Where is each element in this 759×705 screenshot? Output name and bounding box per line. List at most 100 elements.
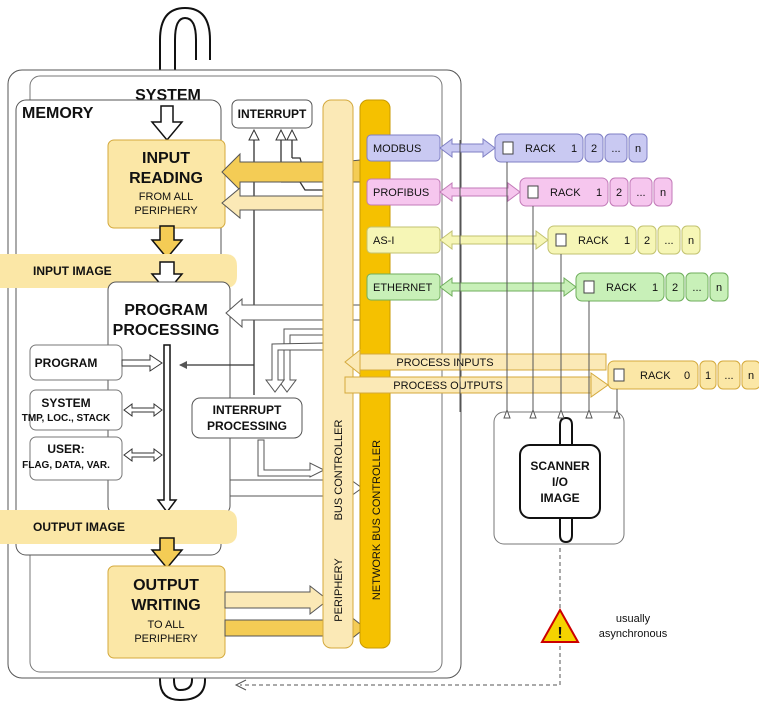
usually-label: usually [616,613,651,625]
input-to-image-arrow [150,225,184,260]
user-mem-box [29,436,123,481]
output-image-band [0,510,237,544]
rack-extra-box [584,133,604,163]
rack-number: 1 [624,235,630,247]
async-arrow-head [234,679,247,691]
rack-extra-box [629,177,653,207]
processing-down-arrow [156,344,178,514]
system-mem-label-1: SYSTEM [41,396,90,410]
program-processing-title-2: PROCESSING [113,322,220,339]
rack-number: 1 [571,143,577,155]
interrupt-up-arrow-1 [248,128,260,141]
input-reading-sub-2: PERIPHERY [134,205,198,217]
program-mem-label: PROGRAM [35,356,98,370]
image-to-output-arrow [150,537,184,570]
output-writing-title-2: WRITING [131,597,200,614]
network-0: MODBUS RACK 1 2... n [366,133,648,163]
rack-extra-box [665,272,685,302]
local-rack-extra-box [741,360,759,390]
periphery-label: PERIPHERY [333,558,345,622]
user-mem-label-1: USER: [47,442,84,456]
process-inputs-head [344,348,361,376]
rack-connector-icon [527,185,539,199]
scanner-line-head [585,408,593,419]
warning-icon: ! [540,607,580,643]
rack-number: 1 [652,282,658,294]
process-outputs-head [590,372,609,398]
input-reading-title-1: INPUT [142,150,190,167]
rack-box [575,272,665,302]
system-mem-label-2: TMP, LOC., STACK [22,413,111,424]
bus-to-interrupt-arrow-2 [265,342,326,393]
user-mem-label-2: FLAG, DATA, VAR. [22,460,110,471]
rack-extra-box [609,177,629,207]
rack-extra-label: 2 [616,187,622,199]
rack-label: RACK [578,235,609,247]
local-rack-number: 0 [684,370,690,382]
bus-to-input-light-arrow [221,186,326,220]
rack-number: 1 [596,187,602,199]
input-reading-sub-1: FROM ALL [139,191,193,203]
scanner-connection-lines [459,140,621,419]
rack-box [494,133,584,163]
local-rack-extra-label: n [748,370,754,382]
output-to-periphery-arrow [224,584,329,616]
scanner-label-1: SCANNER [530,459,590,473]
rack-extra-label: ... [611,143,620,155]
output-writing-title-1: OUTPUT [133,577,199,594]
local-rack-extra-box [699,360,717,390]
input-image-label: INPUT IMAGE [33,264,112,278]
interrupt-processing-label-1: INTERRUPT [213,403,282,417]
memory-label: MEMORY [22,105,94,122]
rack-label: RACK [550,187,581,199]
scanner-line-head [529,408,537,419]
rack-extra-box [653,177,673,207]
interrupt-processing-label-2: PROCESSING [207,419,287,433]
local-rack-box [607,360,699,390]
scanner-label-3: IMAGE [540,491,579,505]
user-mem-bidir-arrow [123,448,163,462]
interrupt-to-bus-arrow [257,439,326,478]
network-bidir-arrow [439,182,521,202]
svg-text:!: ! [557,625,562,642]
network-name: MODBUS [373,143,421,155]
interrupt-label: INTERRUPT [238,107,307,121]
local-rack-extra-box [717,360,741,390]
input-reading-title-2: READING [129,170,203,187]
rack-extra-label: n [688,235,694,247]
rack-extra-box [681,225,701,255]
rack-label: RACK [606,282,637,294]
network-bidir-arrow [439,138,496,158]
program-processing-title-1: PROGRAM [124,302,208,319]
network-name: ETHERNET [373,282,433,294]
process-inputs-label: PROCESS INPUTS [396,357,493,369]
output-image-label: OUTPUT IMAGE [33,520,125,534]
network-name: AS-I [373,235,394,247]
local-rack-extra-label: ... [724,370,733,382]
rack-extra-label: 2 [591,143,597,155]
output-writing-box [107,565,226,659]
cycle-loop-bottom [159,640,206,702]
local-rack-label: RACK [640,370,671,382]
async-dashed-line [240,548,561,686]
interrupt-processing-box [191,397,303,439]
rack-label: RACK [525,143,556,155]
rack-extra-box [628,133,648,163]
network-bus-controller-label: NETWORK BUS CONTROLLER [371,440,383,600]
rack-connector-icon [583,280,595,294]
rack-extra-label: n [635,143,641,155]
rack-extra-box [685,272,709,302]
process-outputs-label: PROCESS OUTPUTS [393,380,502,392]
rack-extra-box [709,272,729,302]
output-writing-sub-2: PERIPHERY [134,633,198,645]
system-down-arrow [150,105,184,142]
periphery-bus-column [322,99,354,649]
rack-connector-icon [502,141,514,155]
output-writing-sub-1: TO ALL [147,619,184,631]
rack-extra-box [657,225,681,255]
